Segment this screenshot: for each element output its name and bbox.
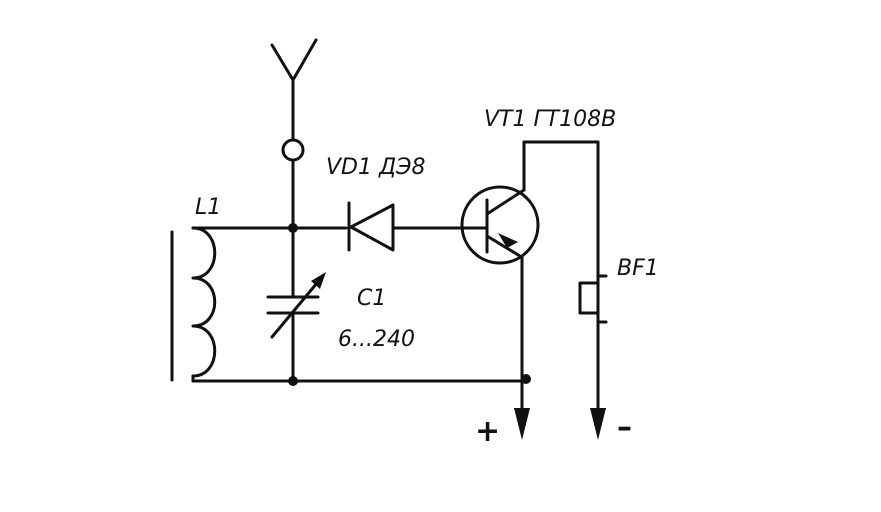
label-plus: + [475, 414, 500, 449]
plus-output-arrow [514, 408, 530, 440]
label-c1: C1 [357, 286, 386, 311]
label-l1: L1 [195, 195, 221, 220]
variable-capacitor-c1 [266, 272, 326, 339]
transistor-vt1 [460, 185, 540, 265]
label-minus: – [617, 410, 632, 445]
headphone-bf1 [578, 274, 608, 324]
label-c1-value: 6...240 [338, 327, 415, 352]
antenna-symbol [270, 38, 318, 142]
minus-output-arrow [590, 408, 606, 440]
label-bf1: BF1 [617, 256, 659, 281]
label-vd1: VD1 ДЭ8 [326, 155, 426, 180]
antenna-terminal [281, 138, 305, 162]
label-vt1: VT1 ГТ108В [484, 107, 616, 132]
diode-vd1 [347, 201, 395, 252]
inductor-l1 [170, 226, 217, 382]
